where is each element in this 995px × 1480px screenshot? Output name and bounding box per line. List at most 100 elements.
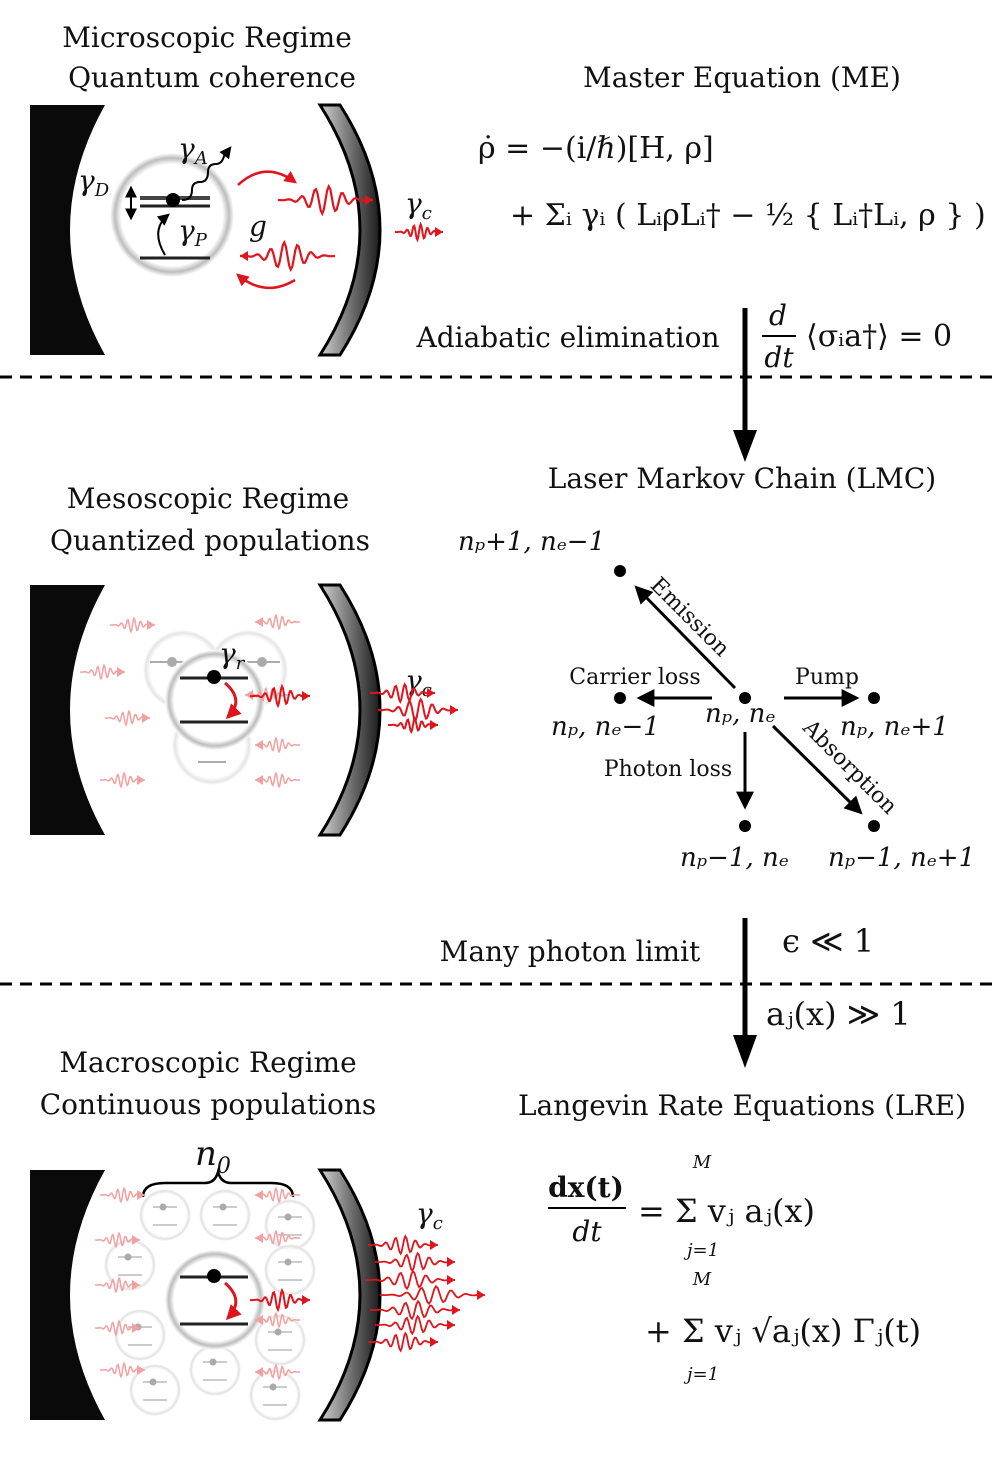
- meso-wavepackets: [80, 613, 459, 789]
- faint-emitter: [104, 1239, 156, 1291]
- transition-1: Adiabatic elimination d dt ⟨σᵢa†⟩ = 0: [0, 299, 995, 462]
- lre-line1: = Σ vⱼ aⱼ(x): [638, 1192, 815, 1230]
- faint-emitter: [114, 1309, 166, 1361]
- sum2-upper: M: [692, 1269, 712, 1290]
- me-equation-line1: ρ̇ = −(i/ℏ)[H, ρ]: [478, 131, 714, 166]
- faint-electron: [159, 1203, 167, 1211]
- photon-arrowhead: [450, 705, 458, 715]
- faint-electron: [274, 1328, 282, 1336]
- photon-wavepacket: [368, 1331, 438, 1353]
- photon-arrowhead: [477, 1290, 485, 1300]
- edge-label-carrier-loss: Carrier loss: [569, 665, 700, 690]
- faint-electron: [269, 1383, 277, 1391]
- faint-electron: [219, 1203, 227, 1211]
- me-title: Master Equation (ME): [583, 61, 901, 94]
- faint-electron: [284, 1258, 292, 1266]
- sum1-lower: j=1: [683, 1240, 719, 1261]
- micro-wavepackets: [239, 183, 443, 273]
- macro-title-2: Continuous populations: [40, 1088, 377, 1121]
- left-mirror-meso: [30, 585, 105, 835]
- photon-wavepacket: [375, 1251, 455, 1273]
- lre-line2: + Σ vⱼ √aⱼ(x) Γⱼ(t): [645, 1312, 921, 1350]
- node-top-left: [614, 565, 626, 577]
- node-label-top-left: nₚ+1, nₑ−1: [458, 527, 605, 557]
- lre-lhs-den: dt: [572, 1215, 602, 1248]
- edge-label-photon-loss: Photon loss: [604, 757, 732, 782]
- photon-arrowhead: [137, 1365, 145, 1375]
- photon-arrowhead: [255, 740, 263, 750]
- pump-arrow: [156, 213, 170, 256]
- node-label-left: nₚ, nₑ−1: [551, 712, 660, 742]
- photon-wavepacket: [239, 239, 336, 273]
- macro-title-1: Macroscopic Regime: [59, 1046, 356, 1079]
- gamma-r-symbol: γr: [219, 637, 246, 674]
- node-bottom: [739, 820, 751, 832]
- photon-arrowhead: [447, 1257, 455, 1267]
- gamma-c-symbol: γc: [405, 187, 432, 224]
- sum2-lower: j=1: [683, 1364, 719, 1385]
- faint-emitter: [264, 1244, 316, 1296]
- right-mirror: [317, 103, 382, 357]
- macro-wavepackets: [95, 1186, 485, 1381]
- faint-electron: [124, 1253, 132, 1261]
- photon-wavepacket: [375, 1314, 455, 1336]
- photon-arrowhead: [427, 688, 435, 698]
- photon-arrowhead: [117, 667, 125, 677]
- photon-wavepacket: [370, 682, 435, 705]
- node-center: [739, 692, 751, 704]
- n0-symbol: n0: [195, 1134, 231, 1179]
- node-label-bottom: nₚ−1, nₑ: [680, 843, 789, 873]
- photon-arrowhead: [137, 1190, 145, 1200]
- condition-epsilon: ϵ ≪ 1: [782, 922, 874, 960]
- photon-arrowhead: [255, 617, 263, 627]
- micro-section: Microscopic Regime Quantum coherence γD …: [30, 21, 443, 357]
- photon-arrowhead: [255, 1367, 263, 1377]
- adiabatic-label: Adiabatic elimination: [415, 321, 719, 354]
- photon-arrowhead: [142, 713, 150, 723]
- photon-arrowhead: [447, 1275, 455, 1285]
- edge-label-emission: Emission: [645, 573, 734, 662]
- edge-absorption: [771, 724, 863, 815]
- photon-arrowhead: [255, 1190, 263, 1200]
- photon-arrowhead: [132, 1323, 140, 1333]
- absorb-curve-arrow: [237, 170, 298, 186]
- faint-emitter: [199, 1189, 251, 1241]
- emitter-atom-meso: [165, 650, 265, 750]
- faint-emitter: [129, 1364, 181, 1416]
- micro-title-1: Microscopic Regime: [62, 21, 352, 54]
- node-right: [868, 692, 880, 704]
- node-label-right: nₚ, nₑ+1: [840, 712, 949, 742]
- photon-arrowhead: [430, 1337, 438, 1347]
- faint-emitter: [189, 1344, 241, 1396]
- node-label-bottom-right: nₚ−1, nₑ+1: [828, 843, 975, 873]
- faint-electron: [149, 1378, 157, 1386]
- photon-arrowhead: [147, 620, 155, 630]
- faint-emitter: [139, 1189, 191, 1241]
- photon-arrowhead: [435, 227, 443, 237]
- left-mirror-macro: [30, 1170, 105, 1420]
- photon-arrowhead: [255, 1315, 263, 1325]
- coupling-symbol: g: [249, 210, 267, 243]
- photon-arrowhead: [302, 1295, 310, 1305]
- transition-2: Many photon limit ϵ ≪ 1 aⱼ(x) ≫ 1: [0, 918, 995, 1068]
- cond-frac-num: d: [769, 299, 787, 332]
- photon-wavepacket: [368, 1234, 438, 1256]
- photon-arrowhead: [430, 1240, 438, 1250]
- photon-wavepacket: [277, 183, 374, 217]
- edge-label-pump: Pump: [795, 665, 859, 690]
- faint-electron: [284, 1213, 292, 1221]
- micro-title-2: Quantum coherence: [68, 61, 356, 94]
- many-photon-label: Many photon limit: [440, 935, 701, 968]
- photon-wavepacket: [249, 1287, 311, 1313]
- photon-arrowhead: [132, 1235, 140, 1245]
- photon-arrowhead: [365, 195, 373, 205]
- photon-arrowhead: [302, 691, 310, 701]
- meso-section: Mesoscopic Regime Quantized populations …: [30, 482, 459, 837]
- node-left: [614, 692, 626, 704]
- me-equation-line2: + Σᵢ γᵢ ( LᵢρLᵢ† − ½ { Lᵢ†Lᵢ, ρ } ): [510, 198, 986, 233]
- gamma-d-symbol: γD: [78, 164, 110, 201]
- left-mirror: [30, 105, 105, 355]
- photon-arrowhead: [240, 251, 248, 261]
- emit-curve-arrow: [236, 273, 296, 290]
- sum1-upper: M: [692, 1152, 712, 1173]
